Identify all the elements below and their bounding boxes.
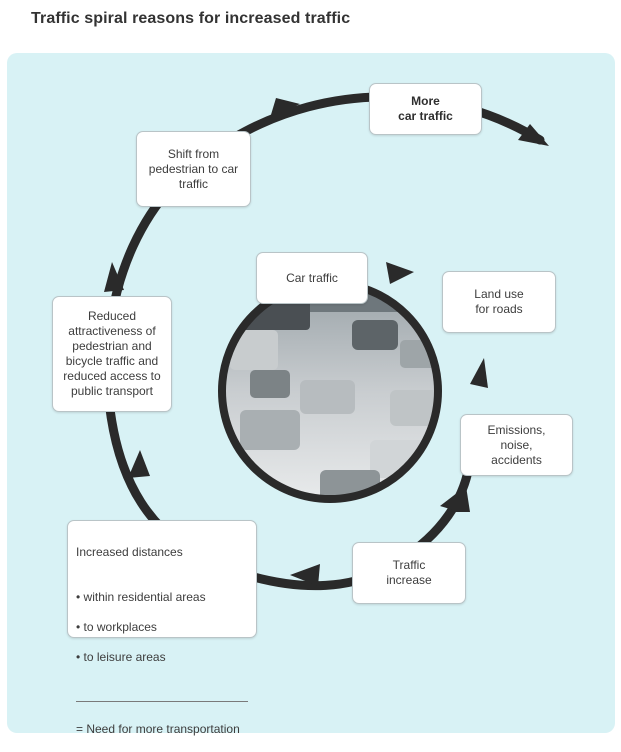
node-shift-pedestrian-to-car: Shift from pedestrian to car traffic bbox=[136, 131, 251, 207]
arrowhead-left-lower bbox=[128, 450, 150, 478]
arrowhead-top bbox=[270, 98, 300, 118]
node-more-car-traffic: More car traffic bbox=[369, 83, 482, 135]
distances-list: within residential areas to workplaces t… bbox=[76, 575, 248, 680]
distances-item: within residential areas bbox=[76, 590, 248, 605]
node-car-traffic: Car traffic bbox=[256, 252, 368, 304]
arrowhead-end bbox=[518, 124, 549, 146]
distances-item: to leisure areas bbox=[76, 650, 248, 665]
distances-divider bbox=[76, 701, 248, 702]
page-title: Traffic spiral reasons for increased tra… bbox=[31, 10, 351, 27]
distances-footer: = Need for more transportation bbox=[76, 722, 240, 736]
arrowhead-left-upper bbox=[104, 262, 124, 292]
node-reduced-attractiveness: Reduced attractiveness of pedestrian and… bbox=[52, 296, 172, 412]
arrowhead-bottom bbox=[290, 564, 320, 586]
inner-arrowheads bbox=[386, 262, 488, 512]
node-increased-distances: Increased distances within residential a… bbox=[67, 520, 257, 736]
node-emissions-noise-accidents: Emissions, noise, accidents bbox=[460, 414, 573, 476]
node-land-use-for-roads: Land use for roads bbox=[442, 271, 556, 333]
distances-item: to workplaces bbox=[76, 620, 248, 635]
distances-heading: Increased distances bbox=[76, 545, 183, 559]
node-traffic-increase: Traffic increase bbox=[352, 542, 466, 604]
